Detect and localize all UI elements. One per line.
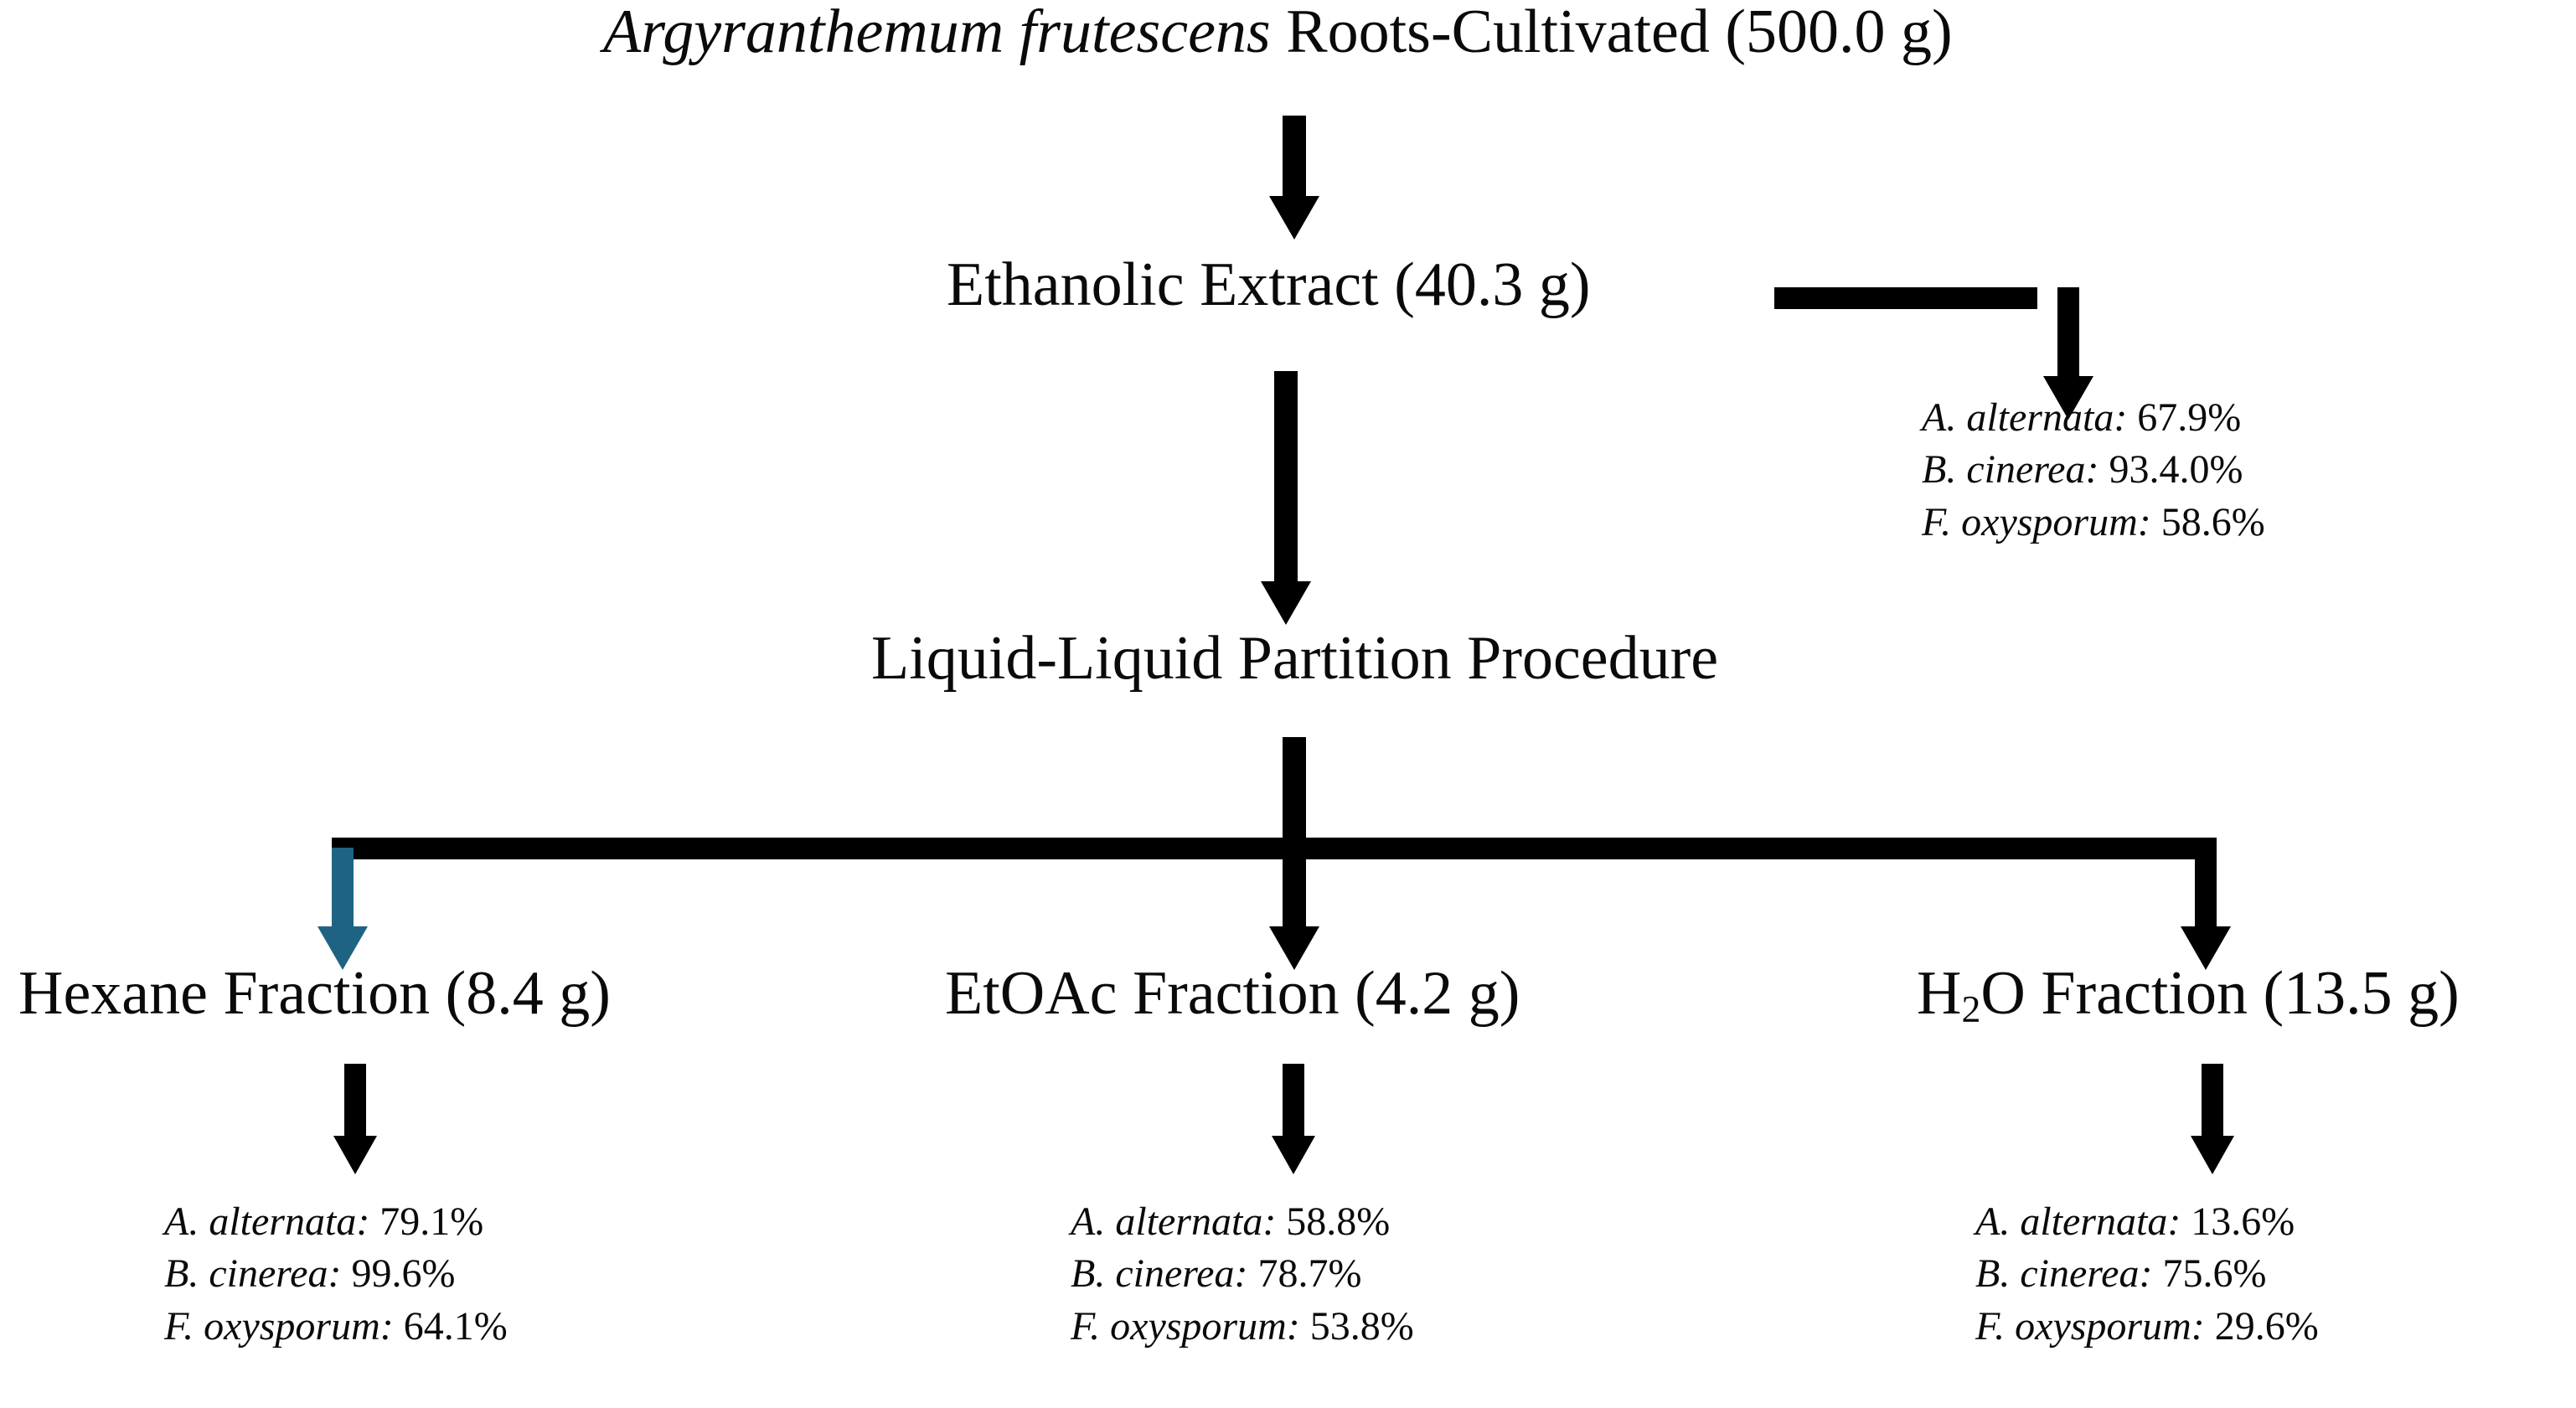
plant-material-detail: Roots-Cultivated (500.0 g) bbox=[1270, 0, 1953, 66]
assay-value: 67.9% bbox=[2127, 395, 2242, 440]
node-plant-material: Argyranthemum frutescens Roots-Cultivate… bbox=[603, 0, 1953, 65]
assay-organism: F. oxysporum: bbox=[1071, 1303, 1300, 1349]
assay-row: F. oxysporum: 29.6% bbox=[1975, 1301, 2319, 1353]
connector-title-to-extract bbox=[1283, 116, 1306, 199]
assay-row: A. alternata: 67.9% bbox=[1922, 392, 2265, 444]
assay-organism: A. alternata: bbox=[1071, 1199, 1277, 1244]
assay-organism: B. cinerea: bbox=[1071, 1251, 1248, 1297]
node-etoac-fraction: EtOAc Fraction (4.2 g) bbox=[945, 959, 1520, 1028]
assay-row: F. oxysporum: 53.8% bbox=[1071, 1301, 1414, 1353]
assay-block-etoac: A. alternata: 58.8% B. cinerea: 78.7% F.… bbox=[1071, 1196, 1414, 1353]
assay-value: 13.6% bbox=[2181, 1199, 2295, 1244]
water-fraction-prefix: H bbox=[1917, 959, 1962, 1028]
assay-row: B. cinerea: 75.6% bbox=[1975, 1248, 2319, 1300]
arrowhead-branch-hexane bbox=[317, 926, 368, 970]
connector-water-to-assay bbox=[2202, 1064, 2223, 1139]
assay-block-hexane: A. alternata: 79.1% B. cinerea: 99.6% F.… bbox=[164, 1196, 508, 1353]
node-water-fraction: H2O Fraction (13.5 g) bbox=[1917, 959, 2460, 1031]
assay-row: A. alternata: 58.8% bbox=[1071, 1196, 1414, 1248]
assay-value: 64.1% bbox=[393, 1303, 508, 1349]
connector-partition-stem bbox=[1283, 737, 1306, 848]
node-ethanolic-extract: Ethanolic Extract (40.3 g) bbox=[947, 250, 1591, 319]
assay-value: 53.8% bbox=[1299, 1303, 1414, 1349]
assay-organism: A. alternata: bbox=[1975, 1199, 2181, 1244]
connector-hexane-to-assay bbox=[344, 1064, 366, 1139]
assay-value: 99.6% bbox=[341, 1251, 456, 1297]
assay-row: F. oxysporum: 64.1% bbox=[164, 1301, 508, 1353]
branch-connector-etoac bbox=[1283, 848, 1306, 931]
assay-organism: F. oxysporum: bbox=[164, 1303, 394, 1349]
assay-organism: F. oxysporum: bbox=[1975, 1303, 2205, 1349]
assay-row: A. alternata: 13.6% bbox=[1975, 1196, 2319, 1248]
arrowhead-hexane-to-assay bbox=[333, 1136, 377, 1174]
assay-value: 79.1% bbox=[369, 1199, 484, 1244]
assay-value: 29.6% bbox=[2204, 1303, 2319, 1349]
assay-row: B. cinerea: 93.4.0% bbox=[1922, 444, 2265, 496]
water-fraction-suffix: O Fraction (13.5 g) bbox=[1980, 959, 2460, 1028]
assay-value: 75.6% bbox=[2152, 1251, 2267, 1297]
assay-row: F. oxysporum: 58.6% bbox=[1922, 497, 2265, 549]
assay-value: 78.7% bbox=[1247, 1251, 1362, 1297]
assay-organism: A. alternata: bbox=[164, 1199, 370, 1244]
connector-extract-to-assay-horizontal bbox=[1774, 287, 2037, 309]
arrowhead-branch-etoac bbox=[1269, 926, 1319, 970]
node-hexane-fraction: Hexane Fraction (8.4 g) bbox=[18, 959, 611, 1028]
arrowhead-title-to-extract bbox=[1269, 196, 1319, 240]
arrowhead-extract-to-assay bbox=[2043, 376, 2093, 420]
distribution-bar bbox=[332, 838, 2217, 859]
connector-extract-to-assay-vertical bbox=[2057, 287, 2079, 379]
assay-row: B. cinerea: 99.6% bbox=[164, 1248, 508, 1300]
connector-etoac-to-assay bbox=[1283, 1064, 1304, 1139]
assay-value: 58.8% bbox=[1276, 1199, 1391, 1244]
assay-value: 58.6% bbox=[2150, 499, 2265, 544]
assay-organism: B. cinerea: bbox=[1975, 1251, 2153, 1297]
species-name: Argyranthemum frutescens bbox=[603, 0, 1271, 66]
assay-block-ethanolic-extract: A. alternata: 67.9% B. cinerea: 93.4.0% … bbox=[1922, 392, 2265, 549]
branch-connector-hexane bbox=[332, 848, 354, 931]
assay-row: A. alternata: 79.1% bbox=[164, 1196, 508, 1248]
node-partition-procedure: Liquid-Liquid Partition Procedure bbox=[871, 624, 1719, 693]
arrowhead-water-to-assay bbox=[2191, 1136, 2234, 1174]
arrowhead-etoac-to-assay bbox=[1272, 1136, 1315, 1174]
assay-value: 93.4.0% bbox=[2098, 447, 2243, 493]
assay-organism: B. cinerea: bbox=[1922, 447, 2099, 493]
assay-organism: A. alternata: bbox=[1922, 395, 2128, 440]
assay-block-water: A. alternata: 13.6% B. cinerea: 75.6% F.… bbox=[1975, 1196, 2319, 1353]
connector-extract-to-partition bbox=[1274, 371, 1298, 585]
branch-connector-water bbox=[2195, 848, 2217, 931]
assay-organism: B. cinerea: bbox=[164, 1251, 342, 1297]
assay-organism: F. oxysporum: bbox=[1922, 499, 2151, 544]
water-fraction-subscript: 2 bbox=[1961, 988, 1981, 1031]
arrowhead-branch-water bbox=[2181, 926, 2231, 970]
assay-row: B. cinerea: 78.7% bbox=[1071, 1248, 1414, 1300]
arrowhead-extract-to-partition bbox=[1261, 581, 1311, 625]
